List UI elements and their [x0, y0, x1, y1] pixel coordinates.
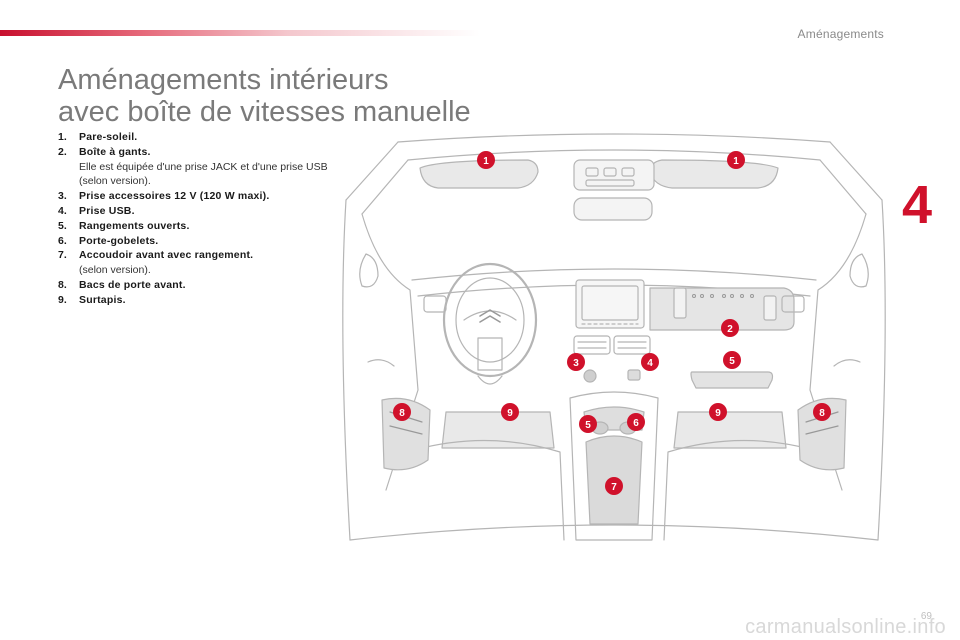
page-title-line-1: Aménagements intérieurs — [58, 64, 389, 96]
watermark: carmanualsonline.info — [745, 616, 946, 638]
legend-item: 5. Rangements ouverts. — [58, 219, 328, 234]
marker-12v-socket: 3 — [567, 353, 585, 371]
svg-text:1: 1 — [483, 156, 489, 167]
car-interior-illustration: 1 1 2 3 4 5 5 6 7 8 8 9 9 — [342, 133, 886, 541]
legend-label: Bacs de porte avant. — [79, 278, 186, 291]
legend-number: 1. — [58, 131, 67, 143]
marker-floor-mat-right: 9 — [709, 403, 727, 421]
legend-number: 5. — [58, 219, 67, 232]
legend-item: 7. Accoudoir avant avec rangement. (selon … — [58, 248, 328, 278]
legend-number: 7. — [58, 249, 67, 262]
svg-text:9: 9 — [715, 408, 721, 419]
legend-number: 6. — [58, 234, 67, 247]
svg-text:1: 1 — [733, 156, 739, 167]
marker-cup-holders: 6 — [627, 413, 645, 431]
page-number: 69 — [920, 611, 932, 622]
section-name: Aménagements — [797, 27, 884, 41]
legend-description: (selon version). — [79, 264, 151, 277]
marker-door-bin-right: 8 — [813, 403, 831, 421]
svg-text:9: 9 — [507, 408, 513, 419]
svg-text:6: 6 — [633, 418, 639, 429]
legend-item: 9. Surtapis. — [58, 293, 328, 308]
legend-item: 8. Bacs de porte avant. — [58, 278, 328, 293]
legend-number: 4. — [58, 204, 67, 217]
marker-sun-visor-right: 1 — [727, 151, 745, 169]
svg-text:2: 2 — [727, 324, 733, 335]
legend-label: Rangements ouverts. — [79, 219, 190, 232]
legend-label: Surtapis. — [79, 293, 126, 306]
marker-open-storage-dash: 5 — [723, 351, 741, 369]
legend-label: Pare-soleil. — [79, 131, 138, 143]
marker-usb-socket: 4 — [641, 353, 659, 371]
marker-glove-box: 2 — [721, 319, 739, 337]
legend-label: Boîte à gants. — [79, 145, 151, 158]
legend-item: 6. Porte-gobelets. — [58, 234, 328, 249]
legend-label: Prise USB. — [79, 204, 135, 217]
svg-text:3: 3 — [573, 358, 579, 369]
legend-number: 2. — [58, 145, 67, 158]
svg-text:7: 7 — [611, 482, 617, 493]
marker-sun-visor-left: 1 — [477, 151, 495, 169]
legend-item: 3. Prise accessoires 12 V (120 W maxi). — [58, 189, 328, 204]
svg-text:5: 5 — [585, 420, 591, 431]
marker-floor-mat-left: 9 — [501, 403, 519, 421]
legend-description: Elle est équipée d'une prise JACK et d'u… — [79, 160, 328, 188]
legend-label: Porte-gobelets. — [79, 234, 159, 247]
marker-armrest: 7 — [605, 477, 623, 495]
legend-number: 3. — [58, 190, 67, 203]
legend-list: 1. Pare-soleil. 2. Boîte à gants. Elle est … — [58, 130, 328, 308]
page-title: Aménagements intérieurs avec boîte de vi… — [58, 64, 471, 128]
legend-item: 1. Pare-soleil. — [58, 130, 328, 145]
marker-door-bin-left: 8 — [393, 403, 411, 421]
legend-item: 2. Boîte à gants. Elle est équipée d'une p… — [58, 145, 328, 189]
legend-number: 9. — [58, 293, 67, 306]
svg-text:5: 5 — [729, 356, 735, 367]
svg-text:8: 8 — [819, 408, 825, 419]
legend-number: 8. — [58, 278, 67, 291]
page-title-line-2: avec boîte de vitesses manuelle — [58, 96, 471, 128]
marker-open-storage-console: 5 — [579, 415, 597, 433]
legend-label: Accoudoir avant avec rangement. — [79, 249, 254, 262]
legend-item: 4. Prise USB. — [58, 204, 328, 219]
svg-text:4: 4 — [647, 358, 653, 369]
svg-text:8: 8 — [399, 408, 405, 419]
chapter-number: 4 — [902, 175, 933, 235]
legend-label: Prise accessoires 12 V (120 W maxi). — [79, 190, 270, 203]
top-accent-bar — [0, 30, 480, 36]
